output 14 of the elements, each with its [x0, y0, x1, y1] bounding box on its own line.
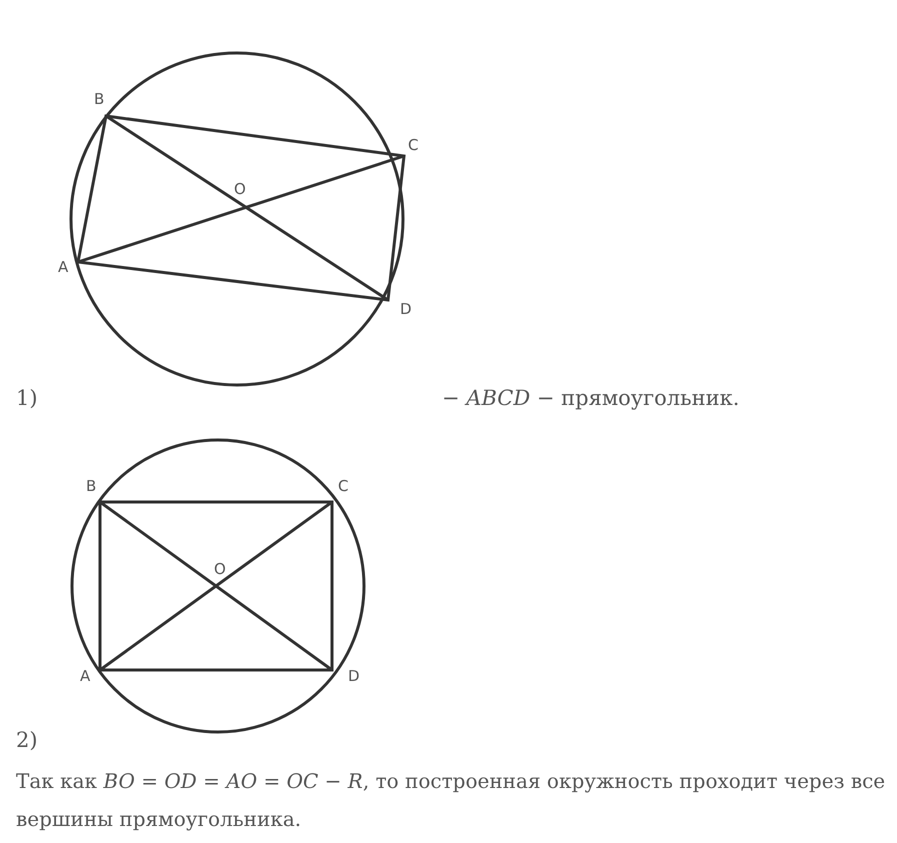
vertex-label: D	[348, 669, 360, 684]
item-number: 1)	[16, 388, 38, 409]
item-number: 2)	[16, 730, 38, 751]
vertex-label: A	[58, 260, 68, 275]
explanation-paragraph: Так как BO = OD = AO = OC − R, то построенная окружность проходит через все вершины прямоугольника.	[16, 768, 886, 833]
vertex-label: B	[86, 479, 96, 494]
vertex-label: B	[94, 92, 104, 107]
vertex-label: C	[408, 138, 418, 153]
vertex-label: D	[400, 302, 412, 317]
center-label: O	[234, 182, 246, 197]
vertex-label: C	[338, 479, 348, 494]
statement-text: − ABCD − прямоугольник.	[442, 388, 740, 409]
center-label: O	[214, 562, 226, 577]
vertex-label: A	[80, 669, 90, 684]
